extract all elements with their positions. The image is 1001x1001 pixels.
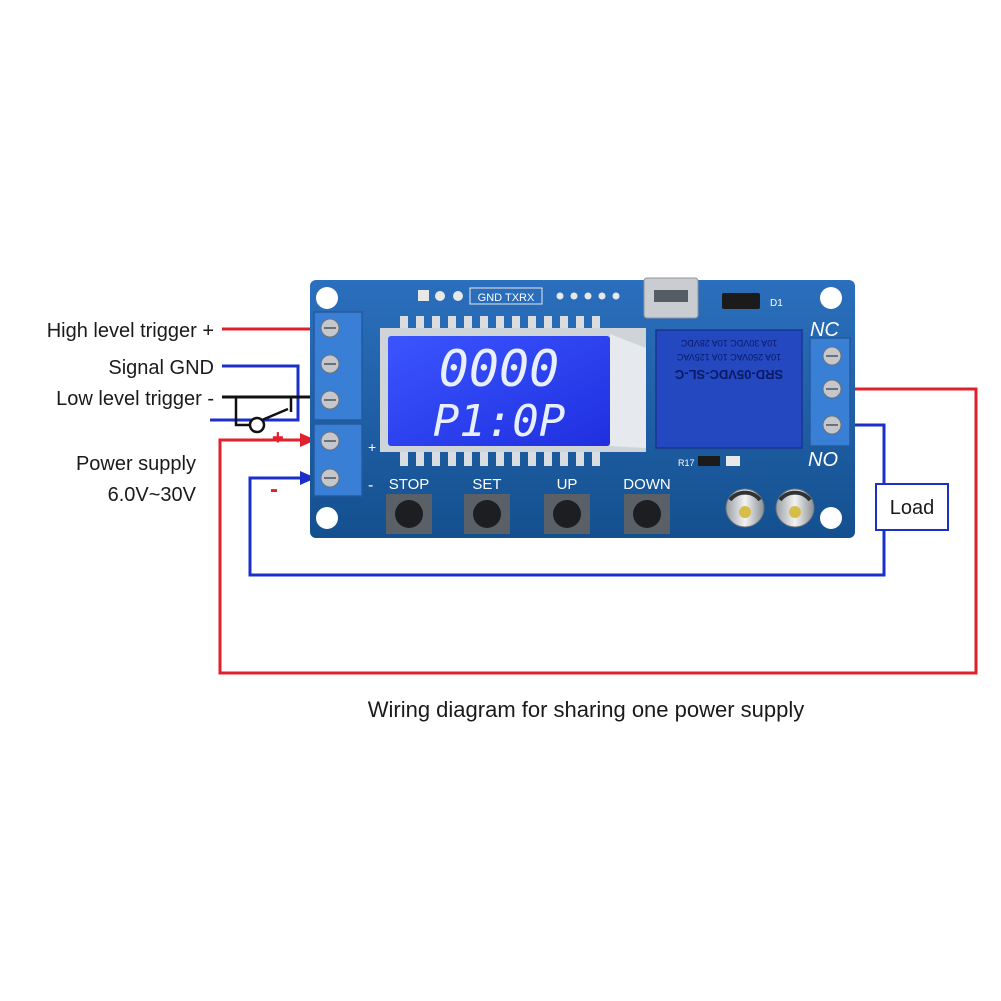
right-terminal-block bbox=[809, 337, 851, 447]
lcd-line-2: P1:0P bbox=[433, 396, 565, 447]
button-stop[interactable] bbox=[386, 494, 432, 534]
relay-model: SRD-05VDC-SL-C bbox=[674, 367, 783, 382]
button-set[interactable] bbox=[464, 494, 510, 534]
switch-contact bbox=[248, 416, 266, 434]
board-plus: + bbox=[368, 439, 376, 455]
arrow-power-plus bbox=[300, 433, 316, 447]
mounting-hole-tl bbox=[316, 287, 338, 309]
resistor-label: R17 bbox=[678, 458, 695, 468]
relay-spec-2: 10A 30VDC 10A 28VDC bbox=[680, 338, 777, 348]
button-stop-label: STOP bbox=[389, 476, 430, 493]
left-terminal-block-signal bbox=[313, 311, 363, 421]
capacitor-1 bbox=[725, 488, 765, 528]
lcd-line-1: 0000 bbox=[439, 340, 559, 398]
load-label: Load bbox=[890, 497, 935, 519]
diode-d1 bbox=[722, 293, 760, 309]
low-trigger-label: Low level trigger - bbox=[56, 388, 214, 410]
arrow-power-minus bbox=[300, 471, 316, 485]
switch-lever bbox=[261, 407, 289, 422]
high-trigger-label: High level trigger + bbox=[47, 320, 214, 342]
button-set-label: SET bbox=[472, 476, 501, 493]
resistor-r17 bbox=[698, 456, 720, 466]
plus-sign: + bbox=[272, 427, 284, 449]
button-up[interactable] bbox=[544, 494, 590, 534]
mounting-hole-bl bbox=[316, 507, 338, 529]
diagram-caption: Wiring diagram for sharing one power sup… bbox=[368, 697, 805, 722]
wire-switch-branch bbox=[234, 397, 250, 427]
header-pads bbox=[418, 287, 620, 305]
board-minus: - bbox=[368, 477, 373, 494]
relay-spec-1: 10A 250VAC 10A 125VAC bbox=[676, 352, 781, 362]
minus-sign: - bbox=[270, 476, 278, 503]
nc-label: NC bbox=[810, 319, 839, 341]
power-supply-label: Power supply bbox=[76, 453, 196, 475]
lcd-screen bbox=[388, 336, 610, 446]
wire-signal-gnd bbox=[210, 364, 300, 422]
button-down-label: DOWN bbox=[623, 476, 671, 493]
wire-power-minus bbox=[248, 476, 886, 577]
wire-power-plus bbox=[218, 387, 978, 675]
relay bbox=[655, 329, 803, 449]
button-up-label: UP bbox=[557, 476, 578, 493]
header-label: GND TXRX bbox=[478, 292, 535, 304]
signal-gnd-label: Signal GND bbox=[108, 357, 214, 379]
power-range-label: 6.0V~30V bbox=[108, 484, 197, 506]
capacitor-2 bbox=[775, 488, 815, 528]
lcd-pins bbox=[400, 316, 600, 466]
no-label: NO bbox=[808, 449, 838, 471]
mounting-hole-tr bbox=[820, 287, 842, 309]
mounting-hole-br bbox=[820, 507, 842, 529]
left-terminal-block-power bbox=[313, 423, 363, 497]
lcd-side-glass bbox=[610, 334, 646, 448]
diode-label: D1 bbox=[770, 298, 783, 309]
load-box bbox=[875, 483, 949, 531]
button-down[interactable] bbox=[624, 494, 670, 534]
